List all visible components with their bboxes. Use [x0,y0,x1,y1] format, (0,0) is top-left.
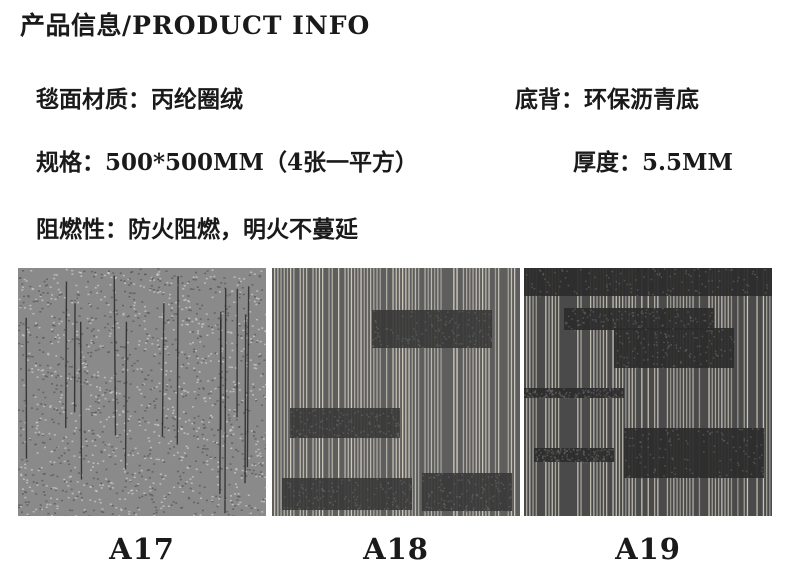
spec-surface: 毯面材质：丙纶圈绒 [36,80,243,114]
spec-backing-value: 环保沥青底 [584,87,699,113]
spec-flame: 阻燃性：防火阻燃，明火不蔓延 [36,210,358,244]
spec-backing: 底背：环保沥青底 [515,80,699,114]
carpet-swatch-a17 [18,268,266,516]
spec-size-label: 规格： [36,150,105,176]
spec-thickness: 厚度：5.5MM [573,143,733,177]
spec-size-value: 500*500MM（4张一平方） [105,149,418,176]
carpet-texture-a17 [18,268,266,516]
spec-thickness-label: 厚度： [573,150,642,176]
spec-flame-label: 阻燃性： [36,217,128,243]
sample-code-a17: A17 [109,532,175,566]
spec-surface-value: 丙纶圈绒 [151,87,243,113]
spec-backing-label: 底背： [515,87,584,113]
spec-size: 规格：500*500MM（4张一平方） [36,143,418,177]
title-cn: 产品信息 [20,11,123,40]
sample-code-a18: A18 [363,532,429,566]
page-title: 产品信息/PRODUCT INFO [20,6,370,42]
spec-surface-label: 毯面材质： [36,87,151,113]
spec-thickness-value: 5.5MM [642,149,733,176]
carpet-texture-a18 [272,268,520,516]
spec-flame-value: 防火阻燃，明火不蔓延 [128,217,358,243]
carpet-texture-a19 [524,268,772,516]
sample-code-a19: A19 [615,532,681,566]
title-en: /PRODUCT INFO [122,11,371,40]
carpet-swatch-a18 [272,268,520,516]
carpet-swatch-a19 [524,268,772,516]
